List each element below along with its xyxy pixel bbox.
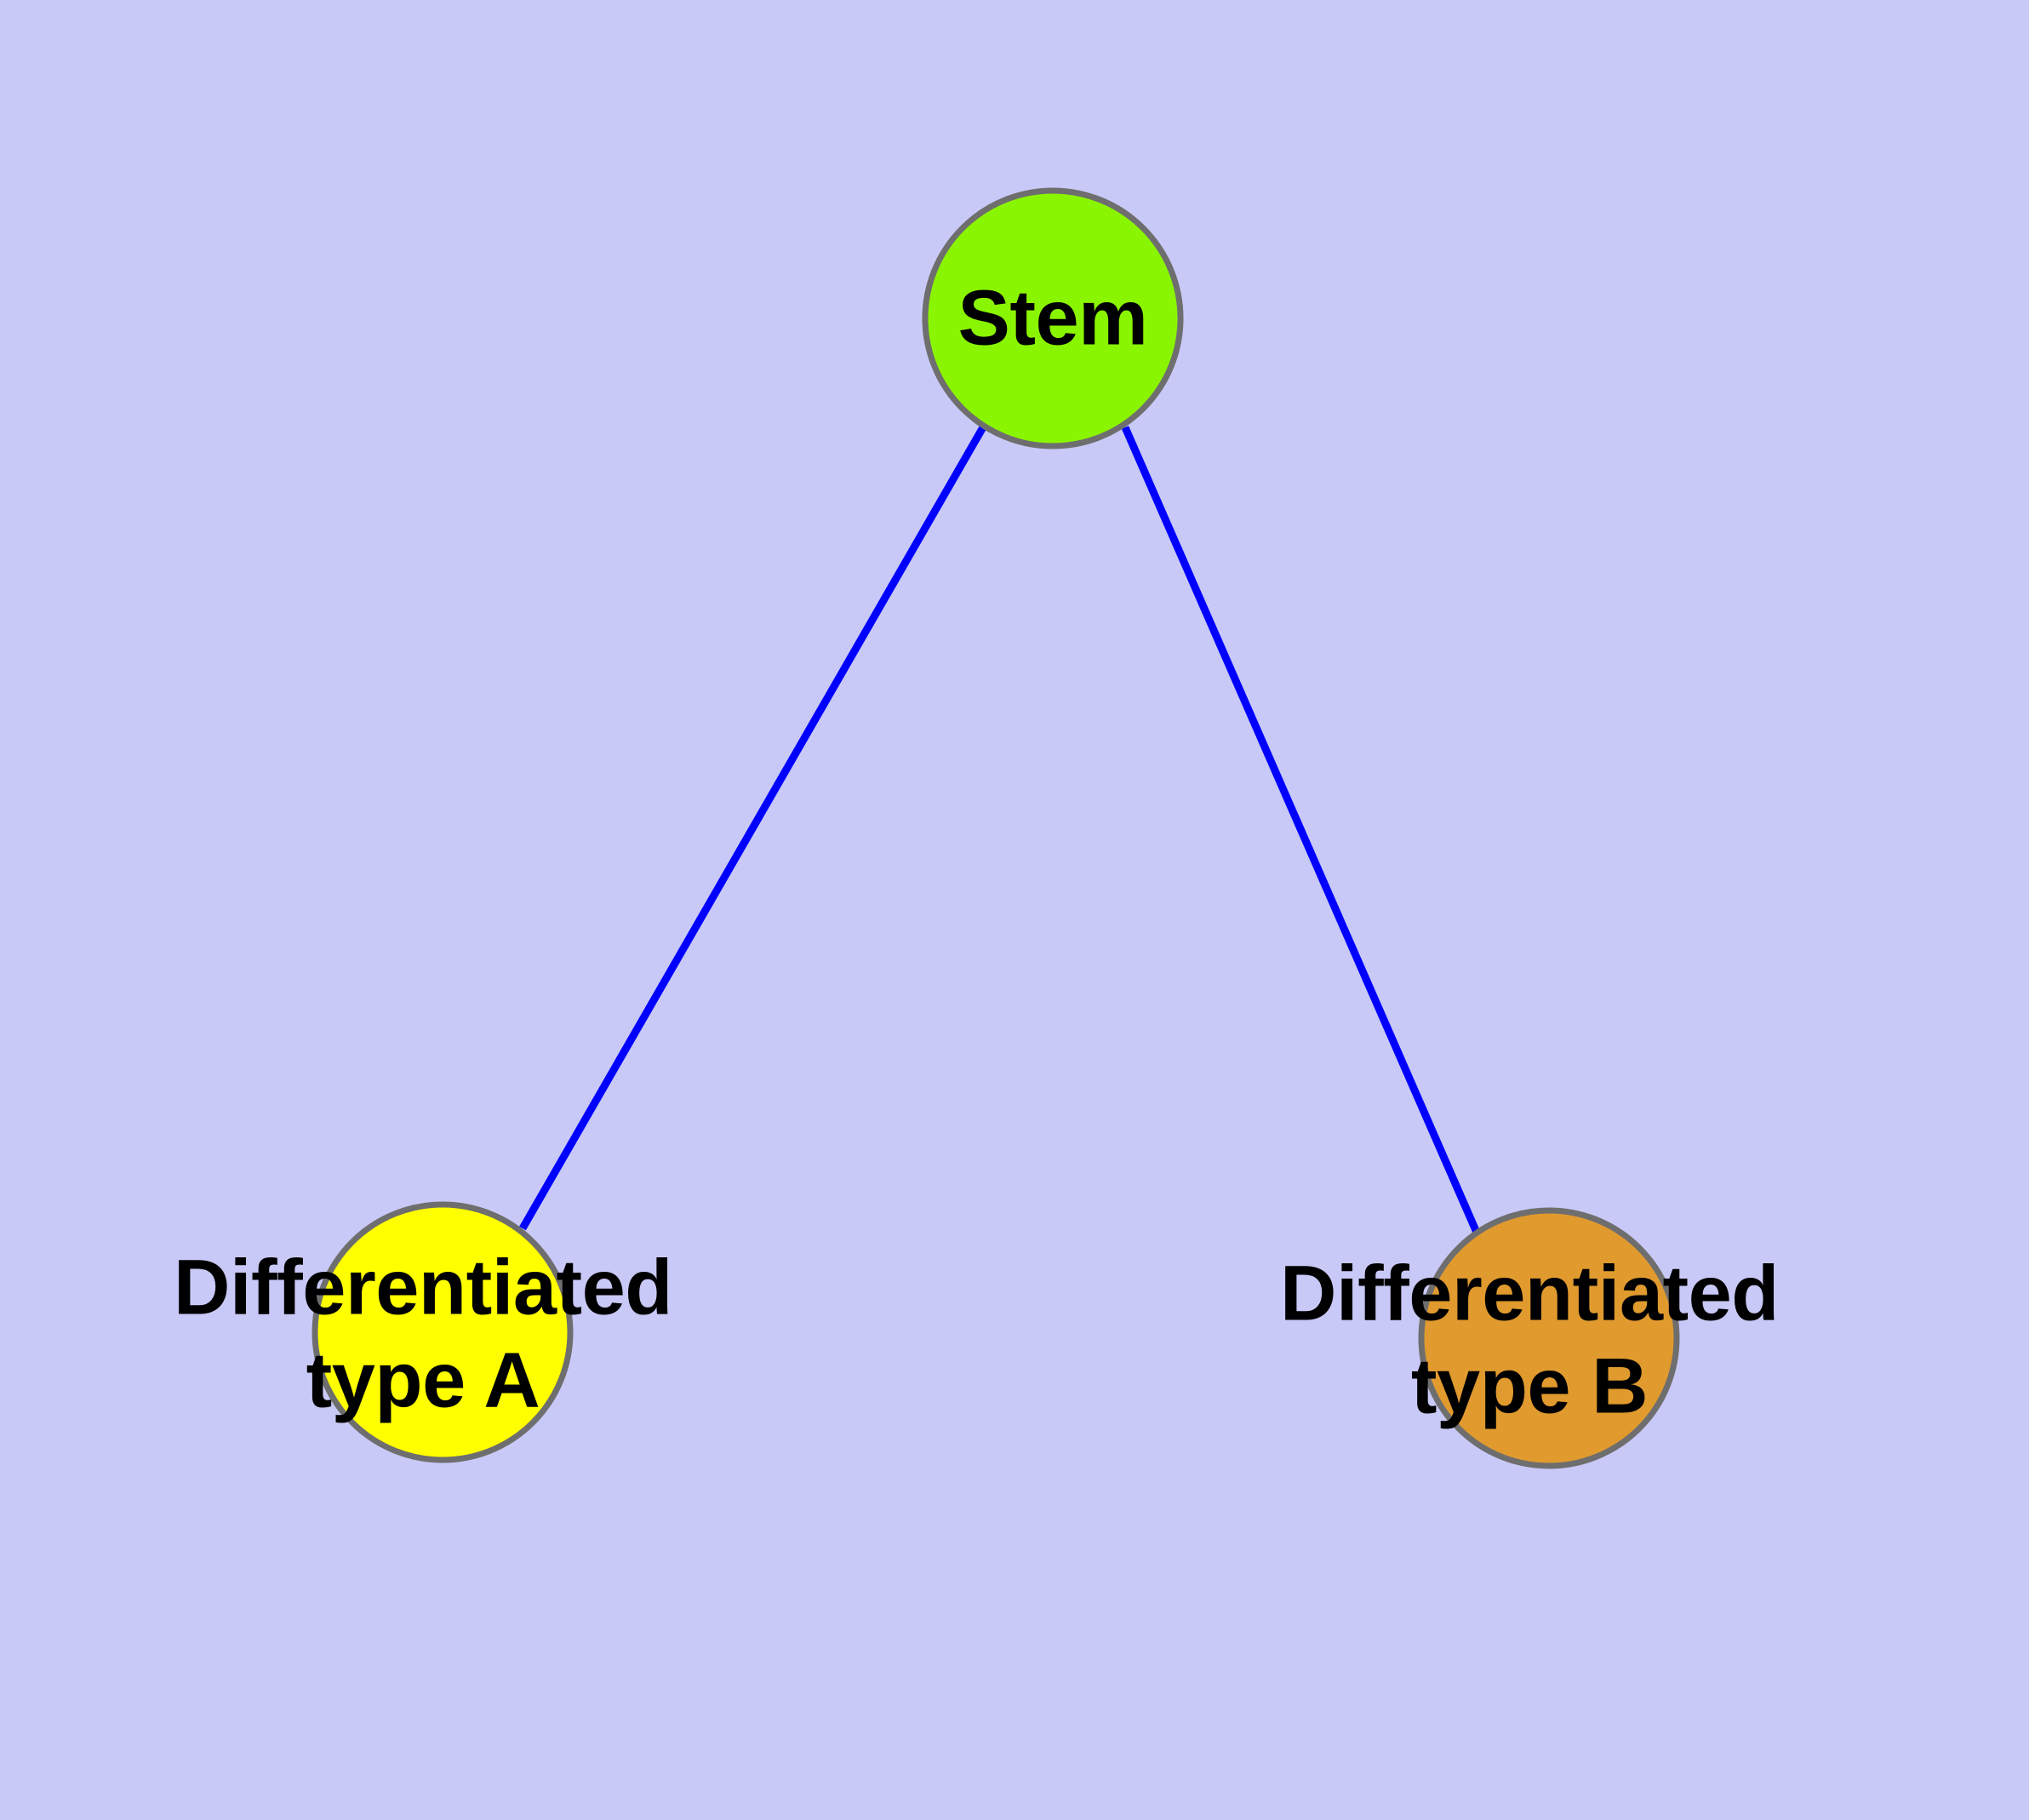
edges-layer: [519, 425, 1482, 1236]
graph-edge-stem-to-diff-a[interactable]: [519, 425, 986, 1231]
graph-node-diff-b[interactable]: [1418, 1207, 1680, 1469]
graph-node-diff-a[interactable]: [311, 1201, 574, 1463]
nodes-layer: [311, 187, 1680, 1469]
graph-edge-stem-to-diff-b[interactable]: [1121, 426, 1482, 1236]
graph-node-stem[interactable]: [922, 187, 1184, 449]
